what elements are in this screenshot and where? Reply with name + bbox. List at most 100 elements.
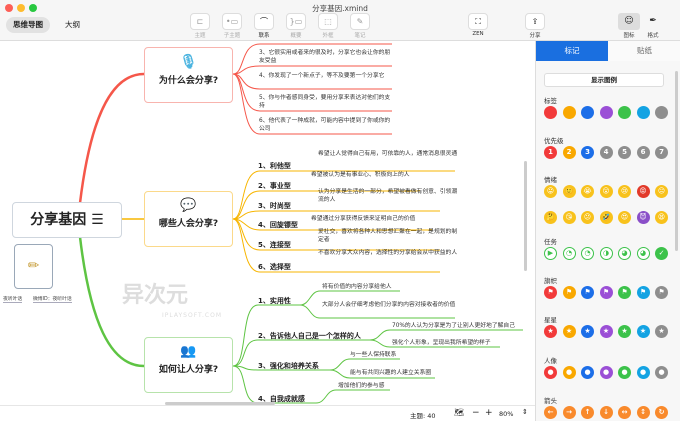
marker-任务-3-icon[interactable]: ◔	[581, 247, 594, 260]
type-description[interactable]: 希望被认为是有事业心、积极向上的人	[311, 172, 410, 178]
method-detail[interactable]: 强化个人形象，呈现出我所希望的样子	[392, 340, 491, 346]
toolbar-topic-button[interactable]: ⊏	[190, 13, 210, 30]
method-detail[interactable]: 能与有共同兴趣的人建立关系圈	[350, 370, 432, 376]
method-label[interactable]: 4、自我成就感	[258, 395, 305, 403]
marker-任务-6-icon[interactable]: ◕	[636, 247, 650, 260]
marker-标签-2-icon[interactable]	[562, 106, 576, 119]
show-legend-button[interactable]: 显示图例	[544, 73, 664, 87]
reason-item[interactable]: 5、你与作者感同身受，要用分享来表达对他们的支持	[259, 95, 391, 109]
marker-任务-4-icon[interactable]: ◑	[599, 247, 613, 260]
type-label[interactable]: 1、利他型	[258, 162, 291, 170]
marker-星星-1-icon[interactable]: ★	[544, 325, 557, 338]
marker-箭头-3-icon[interactable]: ↑	[581, 406, 594, 419]
marker-星星-4-icon[interactable]: ★	[599, 325, 613, 338]
method-label[interactable]: 1、实用性	[258, 297, 291, 305]
marker-箭头-6-icon[interactable]: ↕	[636, 406, 650, 419]
reason-item[interactable]: 3、它很实用或者来的很及时，分享它也会让你的朋友受益	[259, 50, 391, 64]
type-label[interactable]: 5、连接型	[258, 241, 291, 249]
marker-情绪-10-icon[interactable]: 😕	[581, 211, 594, 224]
reason-item[interactable]: 4、你发现了一个新点子，等不及要第一个分享它	[259, 73, 385, 79]
icon-panel-button[interactable]: ☺	[618, 13, 640, 30]
marker-旗帜-2-icon[interactable]: ⚑	[562, 286, 576, 299]
marker-人像-1-icon[interactable]: ●	[544, 366, 557, 379]
type-label[interactable]: 2、事业型	[258, 182, 291, 190]
map-icon[interactable]: 🗺	[454, 408, 465, 417]
maximize-window-button[interactable]	[29, 4, 37, 12]
marker-人像-7-icon[interactable]: ●	[655, 366, 668, 379]
marker-情绪-12-icon[interactable]: 😍	[618, 211, 631, 224]
marker-情绪-11-icon[interactable]: 🤣	[599, 211, 613, 224]
marker-优先级-1-icon[interactable]: 1	[544, 146, 557, 159]
marker-标签-7-icon[interactable]	[655, 106, 668, 119]
zoom-out-button[interactable]: −	[472, 408, 480, 418]
marker-情绪-6-icon[interactable]: 😡	[636, 185, 650, 198]
marker-标签-6-icon[interactable]	[636, 106, 650, 119]
marker-任务-7-icon[interactable]: ✓	[655, 247, 668, 260]
marker-旗帜-6-icon[interactable]: ⚑	[636, 286, 650, 299]
toolbar-boundary-button[interactable]: ⬚	[318, 13, 338, 30]
marker-情绪-4-icon[interactable]: 😮	[599, 185, 613, 198]
marker-人像-2-icon[interactable]: ●	[562, 366, 576, 379]
marker-情绪-7-icon[interactable]: 😑	[655, 185, 668, 198]
method-detail[interactable]: 大部分人会仔细考虑他们分享的内容对接收者的价值	[322, 302, 456, 308]
marker-任务-1-icon[interactable]: ▶	[544, 247, 557, 260]
marker-星星-3-icon[interactable]: ★	[581, 325, 594, 338]
marker-情绪-2-icon[interactable]: 🙂	[562, 185, 576, 198]
type-description[interactable]: 爱社交，喜欢将各种人和思想汇聚在一起，是规划的制定者	[318, 229, 458, 243]
type-description[interactable]: 认为分享是生活的一部分，希望被看做有创意、引领潮流的人	[318, 189, 458, 203]
format-panel-button[interactable]: ✒	[642, 13, 664, 30]
marker-情绪-8-icon[interactable]: 🤔	[544, 211, 557, 224]
type-description[interactable]: 希望通过分享获得反馈来证明自己的价值	[311, 216, 416, 222]
toolbar-note-button[interactable]: ✎	[350, 13, 370, 30]
marker-情绪-13-icon[interactable]: 😈	[636, 211, 650, 224]
marker-优先级-5-icon[interactable]: 5	[618, 146, 631, 159]
marker-情绪-9-icon[interactable]: 😘	[562, 211, 576, 224]
marker-箭头-4-icon[interactable]: ↓	[599, 406, 613, 419]
mindmap-canvas[interactable]: 分享基因 ☰ ✏ 夜听叶话 微博ID：夜听叶话 🎙为什么会分享? 💬哪些人会分享…	[0, 41, 528, 405]
method-label[interactable]: 3、强化和培养关系	[258, 362, 319, 370]
type-label[interactable]: 4、回旋镖型	[258, 221, 298, 229]
marker-箭头-7-icon[interactable]: ↻	[655, 406, 668, 419]
root-topic[interactable]: 分享基因 ☰	[12, 202, 122, 238]
marker-人像-6-icon[interactable]: ●	[636, 366, 650, 379]
marker-标签-3-icon[interactable]	[581, 106, 594, 119]
method-label[interactable]: 2、告诉他人自己是一个怎样的人	[258, 332, 361, 340]
horizontal-scrollbar[interactable]	[165, 402, 275, 405]
marker-优先级-4-icon[interactable]: 4	[599, 146, 613, 159]
marker-人像-4-icon[interactable]: ●	[599, 366, 613, 379]
marker-优先级-2-icon[interactable]: 2	[562, 146, 576, 159]
method-detail[interactable]: 70%的人认为分享是为了让别人更好地了解自己	[392, 323, 516, 329]
toolbar-relationship-button[interactable]: ⌒	[254, 13, 274, 30]
vertical-scrollbar[interactable]	[524, 161, 527, 271]
marker-任务-2-icon[interactable]: ◔	[562, 247, 576, 260]
close-window-button[interactable]	[5, 4, 13, 12]
marker-情绪-3-icon[interactable]: 😭	[581, 185, 594, 198]
marker-人像-5-icon[interactable]: ●	[618, 366, 631, 379]
zoom-level[interactable]: 80%	[499, 410, 514, 418]
marker-星星-6-icon[interactable]: ★	[636, 325, 650, 338]
topic-who-shares[interactable]: 💬哪些人会分享?	[144, 191, 233, 247]
marker-旗帜-3-icon[interactable]: ⚑	[581, 286, 594, 299]
marker-星星-2-icon[interactable]: ★	[562, 325, 576, 338]
method-detail[interactable]: 增加他们的参与感	[338, 383, 385, 389]
tab-markers[interactable]: 标记	[536, 41, 608, 61]
marker-优先级-7-icon[interactable]: 7	[655, 146, 668, 159]
topic-how-share[interactable]: 👥如何让人分享?	[144, 337, 233, 393]
marker-旗帜-1-icon[interactable]: ⚑	[544, 286, 557, 299]
marker-人像-3-icon[interactable]: ●	[581, 366, 594, 379]
toolbar-summary-button[interactable]: }▭	[286, 13, 306, 30]
type-description[interactable]: 不喜欢分享大众内容，选择性的分享给会从中获益的人	[318, 250, 458, 256]
method-detail[interactable]: 将有价值的内容分享给他人	[322, 284, 392, 290]
marker-标签-5-icon[interactable]	[618, 106, 631, 119]
zoom-stepper-icon[interactable]: ⇕	[522, 408, 528, 416]
marker-任务-5-icon[interactable]: ◕	[618, 247, 631, 260]
marker-旗帜-7-icon[interactable]: ⚑	[655, 286, 668, 299]
marker-标签-1-icon[interactable]	[544, 106, 557, 119]
marker-旗帜-5-icon[interactable]: ⚑	[618, 286, 631, 299]
marker-情绪-14-icon[interactable]: 😫	[655, 211, 668, 224]
method-detail[interactable]: 与一些人保持联系	[350, 352, 397, 358]
marker-星星-5-icon[interactable]: ★	[618, 325, 631, 338]
marker-情绪-5-icon[interactable]: 😢	[618, 185, 631, 198]
marker-箭头-5-icon[interactable]: ↔	[618, 406, 631, 419]
panel-scrollbar[interactable]	[675, 71, 678, 251]
